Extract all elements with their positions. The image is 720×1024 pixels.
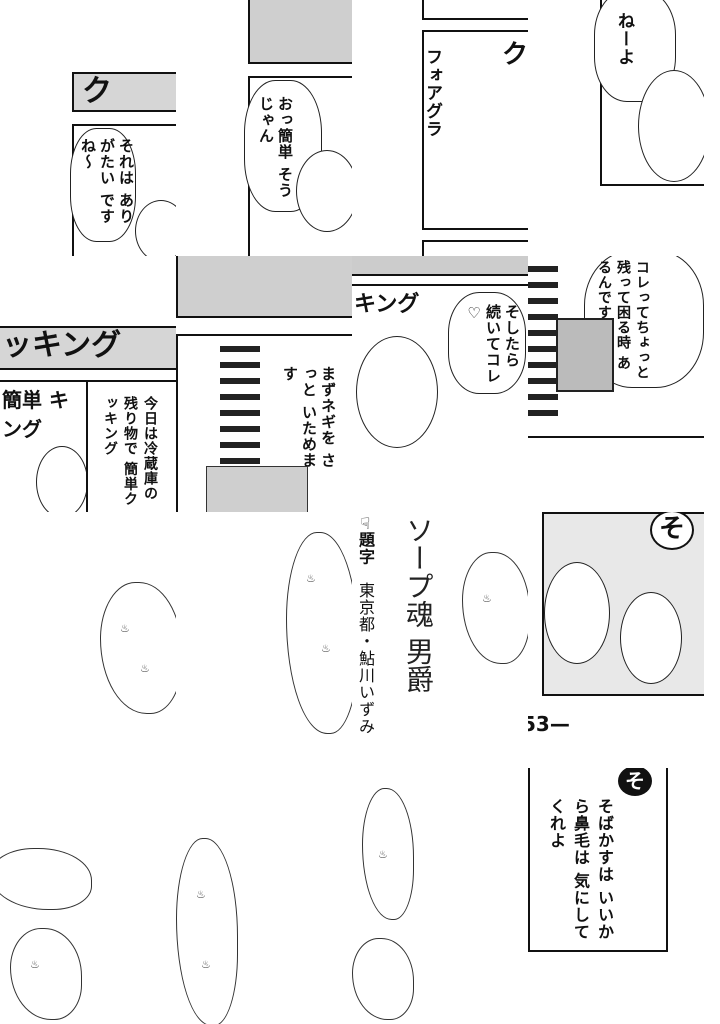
speech-text: そばかすは いいから鼻毛は 気にしてくれよ bbox=[547, 798, 614, 941]
manga-tile: そ そばかすは いいから鼻毛は 気にしてくれよ bbox=[528, 768, 704, 1024]
manga-tile: キング そしたら 続いてコレ♡ bbox=[352, 256, 528, 512]
onsen-icon: ♨ bbox=[321, 642, 331, 655]
credit-label: ☞題字 bbox=[356, 516, 375, 566]
calligraphy-stroke bbox=[10, 928, 82, 1020]
cooking-header: キング bbox=[354, 292, 420, 317]
counter bbox=[206, 466, 308, 512]
page-number: 53— bbox=[528, 712, 570, 736]
caption-panel bbox=[528, 768, 668, 952]
speech-text: そしたら 続いてコレ♡ bbox=[465, 304, 521, 384]
sign-badge: そ bbox=[618, 768, 652, 796]
calligraphy-stroke bbox=[352, 938, 414, 1020]
onsen-icon: ♨ bbox=[196, 888, 206, 901]
calligraphy-stroke bbox=[176, 838, 238, 1024]
character-face bbox=[36, 446, 88, 512]
calligraphy-tile: ☞題字 東京都・鮎川いずみ ソープ魂 男爵 ♨ bbox=[352, 512, 528, 768]
panel bbox=[352, 256, 528, 276]
calligraphy-tile: ♨ ♨ bbox=[176, 512, 352, 768]
character-face bbox=[135, 200, 176, 256]
onsen-icon: ♨ bbox=[30, 958, 40, 971]
onsen-icon: ♨ bbox=[378, 848, 388, 861]
calligraphy-stroke bbox=[0, 848, 92, 910]
calligraphy-stroke bbox=[462, 552, 528, 664]
cooking-sign: 簡単 キング bbox=[2, 388, 69, 441]
calligraphy-tile: ♨ ♨ bbox=[0, 512, 176, 768]
character-face bbox=[544, 562, 610, 664]
speech-bubble bbox=[448, 292, 526, 394]
curtain bbox=[528, 256, 558, 426]
manga-tile: ク フォアグラ bbox=[352, 0, 528, 256]
speech-text: それは ありがたい ですね〜 bbox=[79, 138, 135, 225]
panel bbox=[86, 380, 176, 512]
manga-tile: コレってちょっと 残って困る時 あるんですよね〜 bbox=[528, 256, 704, 512]
cooking-header: ク bbox=[502, 40, 528, 70]
calligraphy-credit: 東京都・鮎川いずみ bbox=[356, 582, 375, 735]
speech-text: まずネギを さっと いためます bbox=[281, 366, 337, 469]
panel bbox=[422, 240, 528, 256]
manga-tile: ク それは ありがたい ですね〜 bbox=[0, 0, 176, 256]
panel bbox=[422, 30, 528, 230]
panel bbox=[248, 0, 352, 64]
panel bbox=[176, 256, 352, 318]
onsen-icon: ♨ bbox=[201, 958, 211, 971]
onsen-icon: ♨ bbox=[120, 622, 130, 635]
calligraphy-title: ソープ魂 男爵 bbox=[402, 516, 435, 693]
character-face bbox=[638, 70, 704, 182]
manga-tile: ねーよ bbox=[528, 0, 704, 256]
manga-tile: おっ簡単 そうじゃん bbox=[176, 0, 352, 256]
television bbox=[556, 318, 614, 392]
speech-text: おっ簡単 そうじゃん bbox=[257, 96, 294, 199]
panel bbox=[422, 0, 528, 20]
calligraphy-stroke bbox=[362, 788, 414, 920]
speech-text: ねーよ bbox=[614, 12, 634, 66]
character-face bbox=[296, 150, 352, 232]
character-face bbox=[356, 336, 438, 448]
calligraphy-tile: ♨ bbox=[0, 768, 176, 1024]
cooking-header: ッキング bbox=[0, 326, 176, 370]
calligraphy-stroke bbox=[100, 582, 176, 714]
onsen-icon: ♨ bbox=[482, 592, 492, 605]
manga-tile: まずネギを さっと いためます bbox=[176, 256, 352, 512]
manga-tile: ッキング 簡単 キング 今日は冷蔵庫の 残り物で 簡単クッキング bbox=[0, 256, 176, 512]
speech-text: フォアグラ bbox=[422, 48, 442, 138]
calligraphy-stroke bbox=[286, 532, 352, 734]
speech-bubble bbox=[70, 128, 136, 242]
onsen-icon: ♨ bbox=[306, 572, 316, 585]
cooking-header: ク bbox=[72, 72, 176, 112]
manga-tile: そ 53— bbox=[528, 512, 704, 768]
calligraphy-tile: ♨ ♨ bbox=[176, 768, 352, 1024]
speech-text: 今日は冷蔵庫の 残り物で 簡単クッキング bbox=[102, 396, 158, 507]
onsen-icon: ♨ bbox=[140, 662, 150, 675]
character-face bbox=[620, 592, 682, 684]
calligraphy-tile: ♨ bbox=[352, 768, 528, 1024]
curtain bbox=[220, 336, 260, 466]
sign-badge: そ bbox=[650, 512, 694, 550]
